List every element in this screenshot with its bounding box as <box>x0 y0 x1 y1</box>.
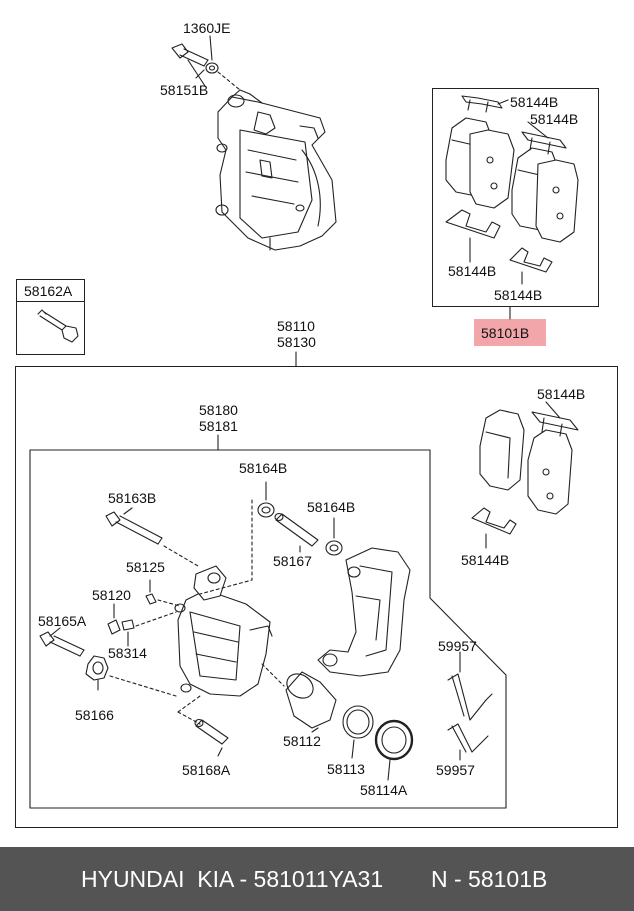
top-pads-drawing <box>445 95 579 273</box>
label-58164B-2: 58164B <box>307 499 356 515</box>
label-58180: 58180 <box>199 402 238 418</box>
label-58144B-top-3: 58144B <box>448 263 497 279</box>
label-59957-top: 59957 <box>438 638 477 654</box>
label-58181: 58181 <box>199 418 238 434</box>
pad-kit-highlight <box>474 319 546 346</box>
label-58164B-1: 58164B <box>239 460 288 476</box>
label-58110: 58110 <box>277 318 315 334</box>
label-58168A: 58168A <box>182 762 231 778</box>
label-58144B-mid-1: 58144B <box>537 386 586 402</box>
top-bolt-drawing <box>171 43 241 91</box>
label-58144B-top-1: 58144B <box>510 94 559 110</box>
label-58163B: 58163B <box>108 490 157 506</box>
boot-58166-drawing <box>85 655 177 697</box>
piston-58112-drawing <box>261 663 337 733</box>
lower-caliper-drawing <box>174 565 273 697</box>
label-59957-bottom: 59957 <box>436 762 475 778</box>
part-58162A-divider <box>16 301 85 302</box>
springs-59957-drawing <box>447 673 493 753</box>
label-58166: 58166 <box>75 707 114 723</box>
pin-58167-drawing <box>274 512 319 547</box>
label-58165A: 58165A <box>38 613 87 629</box>
footer-brand-part: HYUNDAI KIA - 581011YA31 <box>81 866 384 892</box>
label-1360JE: 1360JE <box>183 20 231 36</box>
label-58144B-mid-2: 58144B <box>461 552 510 568</box>
boot-58164B-drawing <box>257 481 275 518</box>
pad-kit-frame <box>432 88 599 307</box>
label-58114A: 58114A <box>360 782 408 798</box>
caliper-assembly-frame <box>15 366 618 828</box>
label-58120: 58120 <box>92 587 131 603</box>
label-58144B-top-2: 58144B <box>530 111 579 127</box>
pin-58162A-drawing <box>37 309 79 343</box>
label-58101B: 58101B <box>481 325 530 341</box>
label-58113: 58113 <box>327 761 365 777</box>
guide-pin-58163B-drawing <box>105 511 199 567</box>
seal-58114A-drawing <box>374 719 414 761</box>
sub-assembly-frame <box>29 449 507 809</box>
label-58167: 58167 <box>273 553 312 569</box>
label-58162A: 58162A <box>24 283 73 299</box>
footer-bar: HYUNDAI KIA - 581011YA31 N - 58101B <box>0 847 634 911</box>
top-caliper-drawing <box>215 89 337 251</box>
label-58125: 58125 <box>126 559 165 575</box>
footer-ref: N - 58101B <box>431 866 548 892</box>
label-58112: 58112 <box>283 733 321 749</box>
bracket-drawing <box>317 547 411 677</box>
seal-58113-drawing <box>342 705 374 739</box>
label-58151B: 58151B <box>160 82 209 98</box>
label-58314: 58314 <box>108 645 147 661</box>
part-58162A-frame <box>16 279 85 355</box>
label-58130: 58130 <box>277 334 316 350</box>
label-58144B-top-4: 58144B <box>494 287 543 303</box>
pin-58168A-drawing <box>177 695 229 757</box>
exploded-diagram <box>29 35 579 809</box>
bolt-58165A-drawing <box>39 631 85 657</box>
boot-58164B-right-drawing <box>325 517 343 556</box>
lower-pads-drawing <box>471 409 579 535</box>
